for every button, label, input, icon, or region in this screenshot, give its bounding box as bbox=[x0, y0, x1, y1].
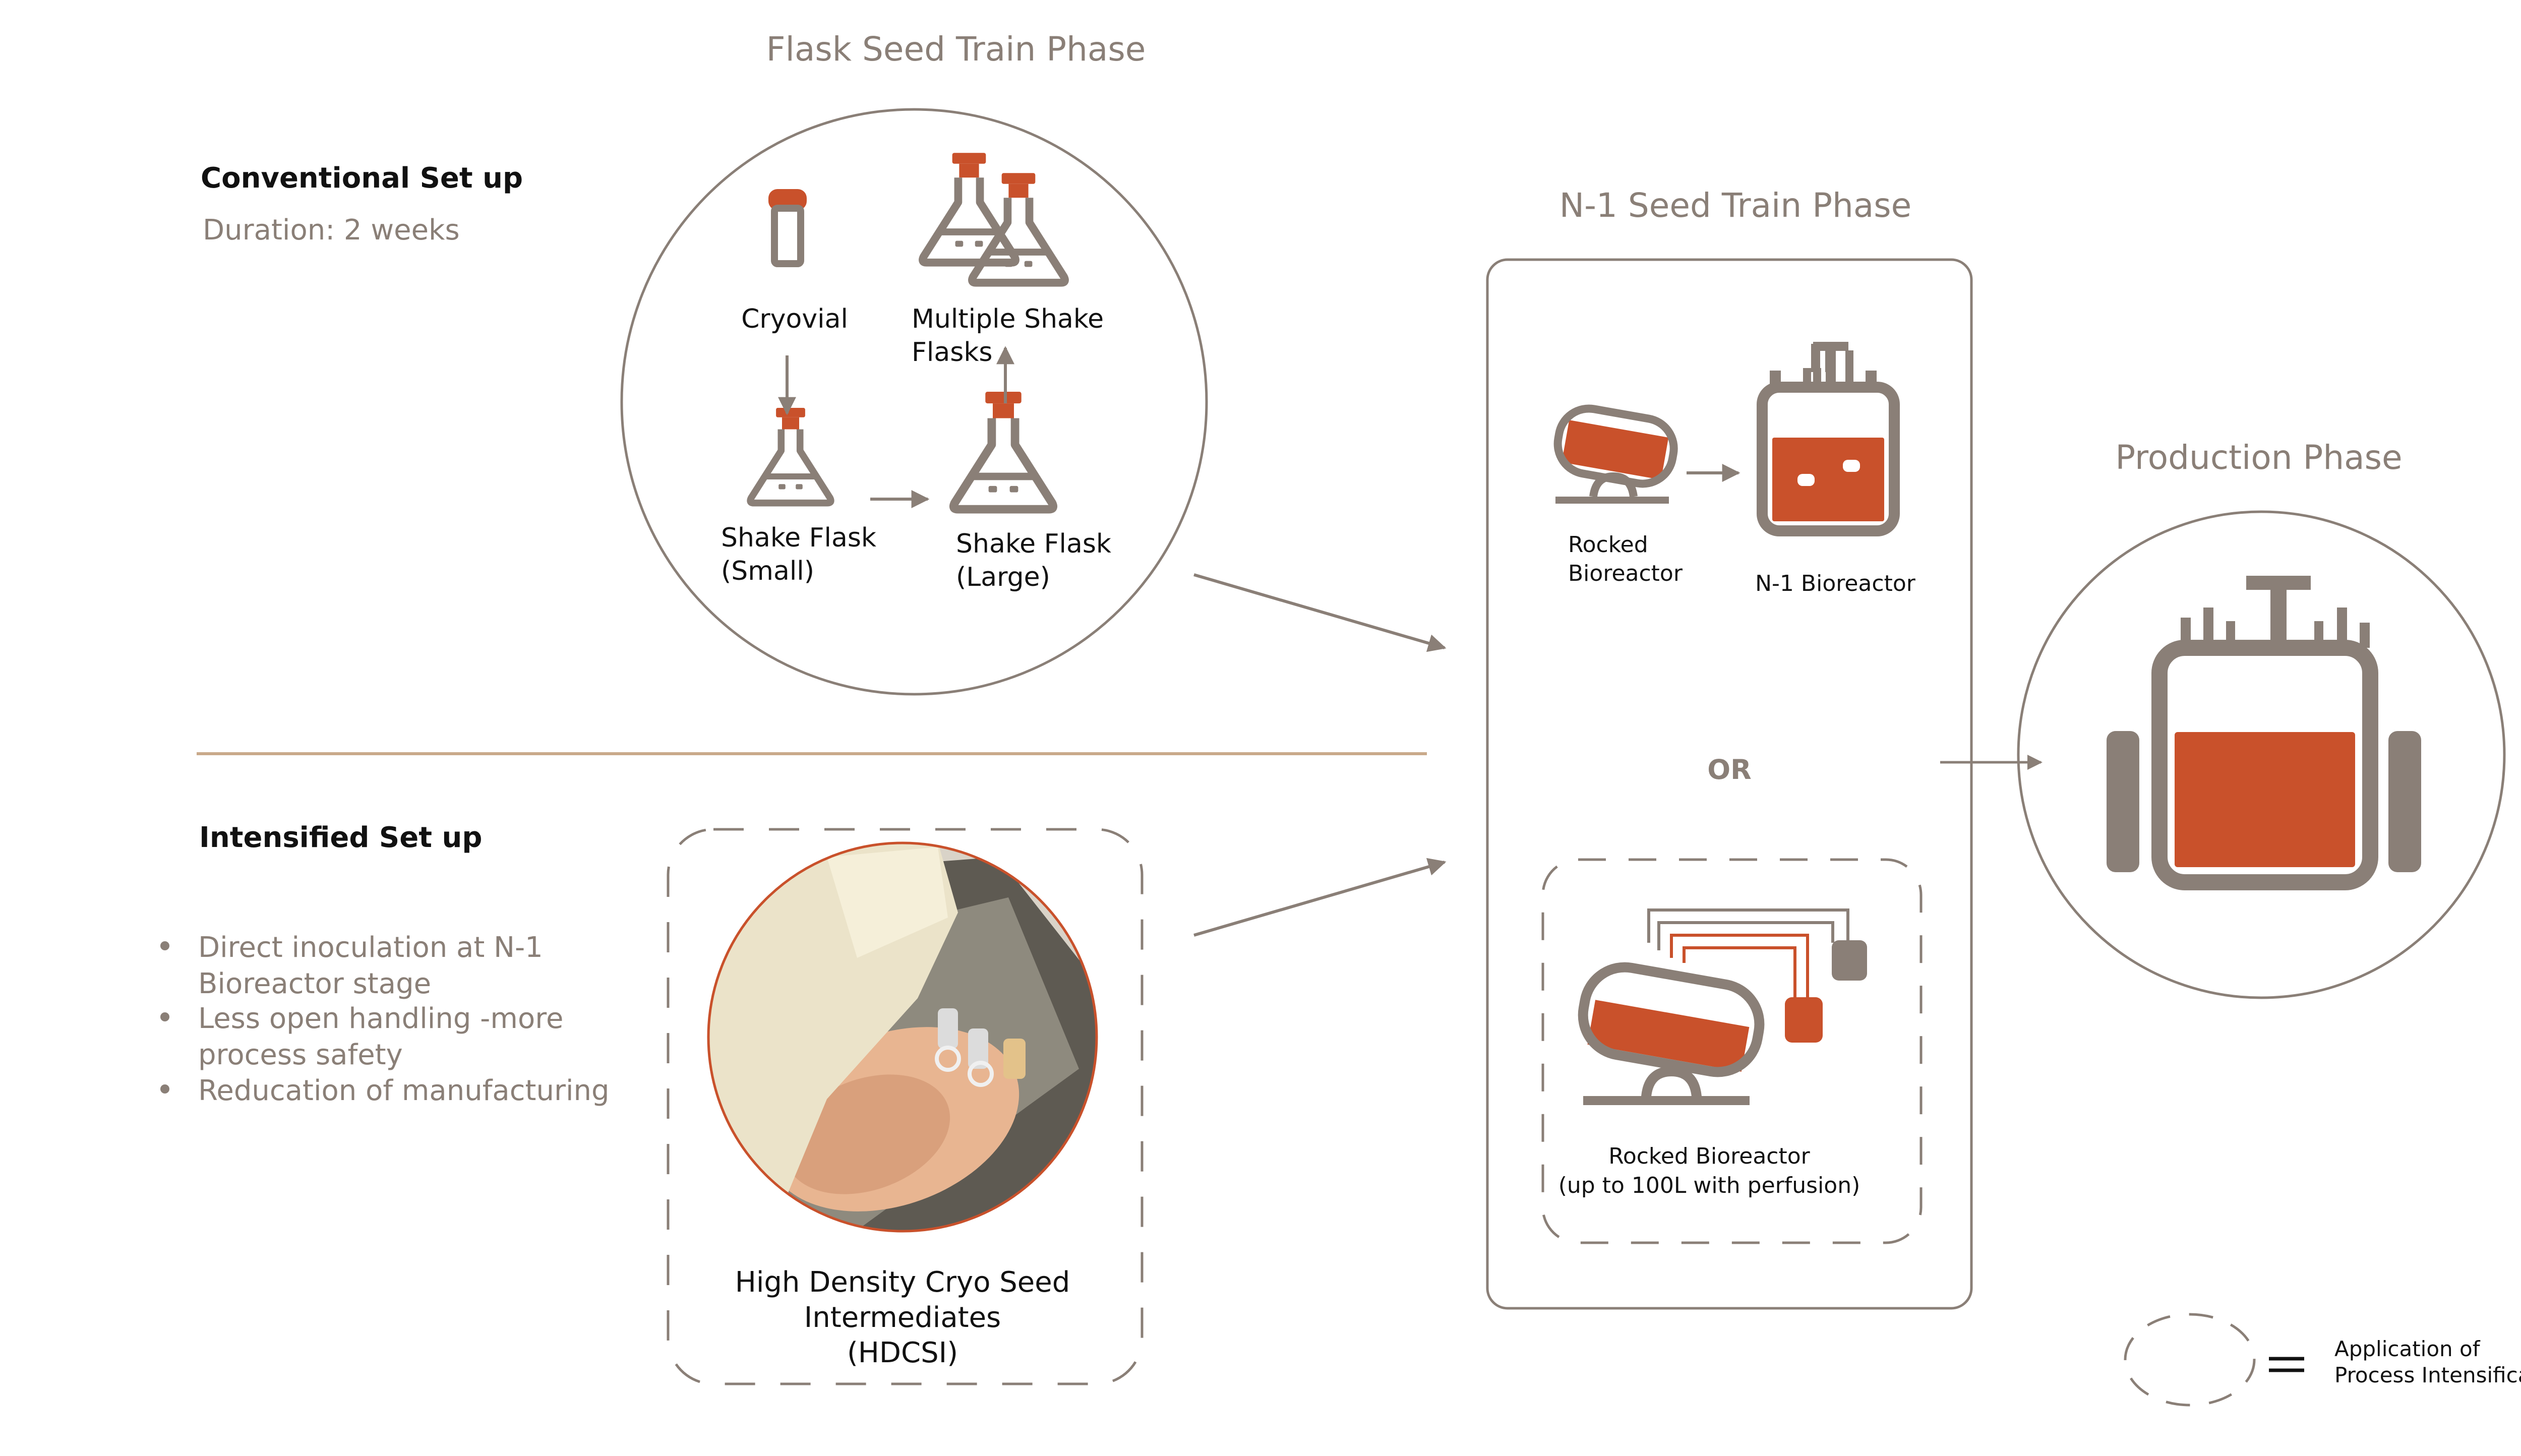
production-phase-circle bbox=[2017, 510, 2506, 999]
arrow-intensified-to-n1 bbox=[1193, 858, 1447, 937]
hdcsi-label-3: (HDCSI) bbox=[847, 1337, 958, 1369]
bullet-2-line-2: process safety bbox=[198, 1039, 403, 1071]
bullet-1-line-2: Bioreactor stage bbox=[198, 967, 431, 1000]
conventional-title: Conventional Set up bbox=[201, 162, 523, 195]
n1-bioreactor-label: N-1 Bioreactor bbox=[1755, 571, 1916, 596]
shake-flask-large-icon bbox=[953, 392, 1053, 509]
legend-label-2: Process Intensification bbox=[2334, 1363, 2521, 1387]
multiple-flasks-label-2: Flasks bbox=[912, 337, 993, 368]
rocked-bioreactor-label-2: Bioreactor bbox=[1568, 561, 1683, 586]
shake-flask-small-label-2: (Small) bbox=[721, 556, 814, 586]
multiple-shake-flasks-icon bbox=[923, 153, 1065, 283]
shake-flask-large-label-1: Shake Flask bbox=[956, 529, 1111, 559]
n1-phase-box bbox=[1486, 258, 1973, 1310]
legend-dashed-symbol bbox=[2124, 1313, 2256, 1407]
production-bioreactor-icon bbox=[2107, 576, 2421, 890]
multiple-flasks-label-1: Multiple Shake bbox=[912, 304, 1104, 334]
intensified-title: Intensified Set up bbox=[199, 821, 482, 854]
rocked-perfusion-label-1: Rocked Bioreactor bbox=[1608, 1143, 1810, 1169]
rocked-bioreactor-label-1: Rocked bbox=[1568, 532, 1648, 558]
hdcsi-intensification-box bbox=[667, 828, 1144, 1385]
arrow-conventional-to-n1 bbox=[1193, 573, 1447, 652]
cryovial-icon bbox=[768, 189, 807, 267]
cryovial-label: Cryovial bbox=[741, 304, 848, 334]
bullet-2-line-1: Less open handling -more bbox=[198, 1002, 563, 1035]
conventional-duration: Duration: 2 weeks bbox=[203, 214, 460, 247]
hdcsi-label-2: Intermediates bbox=[804, 1301, 1001, 1334]
hdcsi-label-1: High Density Cryo Seed bbox=[735, 1266, 1070, 1299]
flask-phase-title: Flask Seed Train Phase bbox=[766, 30, 1146, 69]
shake-flask-large-label-2: (Large) bbox=[956, 562, 1050, 592]
intensified-bullets: Direct inoculation at N-1 Bioreactor sta… bbox=[160, 931, 610, 1107]
flask-phase-circle bbox=[620, 108, 1208, 696]
production-phase-title: Production Phase bbox=[2115, 438, 2402, 477]
bullet-1-line-1: Direct inoculation at N-1 bbox=[198, 931, 543, 964]
n1-phase-title: N-1 Seed Train Phase bbox=[1559, 186, 1912, 225]
shake-flask-small-label-1: Shake Flask bbox=[721, 523, 876, 553]
rocked-bioreactor-perfusion-icon bbox=[1578, 908, 1867, 1105]
bullet-3-line-1: Reducation of manufacturing bbox=[198, 1074, 610, 1107]
shake-flask-small-icon bbox=[750, 408, 831, 503]
hdcsi-bag-photo bbox=[707, 841, 1098, 1233]
rocked-perfusion-label-2: (up to 100L with perfusion) bbox=[1558, 1173, 1860, 1198]
perfusion-intensification-box bbox=[1541, 858, 1923, 1244]
legend-label-1: Application of bbox=[2334, 1337, 2481, 1361]
legend-equals-icon bbox=[2269, 1357, 2304, 1372]
or-label: OR bbox=[1707, 754, 1752, 785]
n1-bioreactor-icon bbox=[1757, 342, 1900, 536]
rocked-bioreactor-icon bbox=[1553, 404, 1678, 504]
